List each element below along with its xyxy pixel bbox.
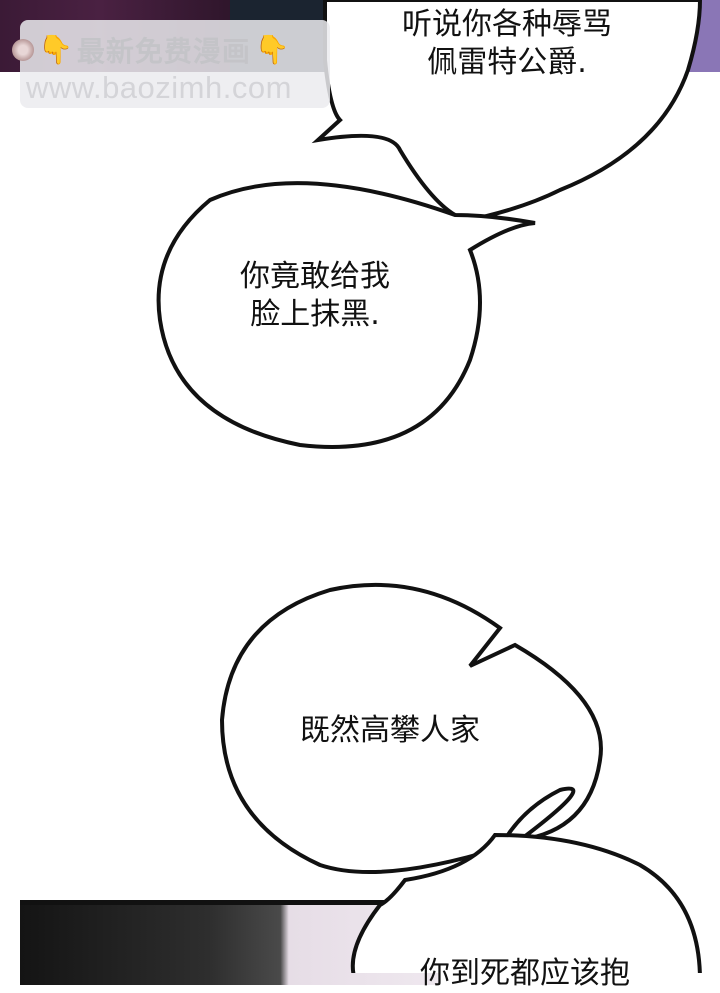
speech-bubble-2-text: 你竟敢给我 脸上抹黑. (240, 259, 390, 332)
pointing-down-hand-icon: 👇 (254, 33, 290, 66)
watermark-url: www.baozimh.com (26, 70, 292, 105)
speech-bubble-3-text: 既然高攀人家 (300, 713, 480, 748)
watermark-title-row: 👇 最新免费漫画 👇 (12, 30, 330, 70)
watermark-title: 最新免费漫画 (76, 35, 251, 68)
speech-bubble-3-shape (219, 582, 603, 875)
speech-bubble-2-shape (156, 181, 536, 449)
speech-bubble-1-text: 听说你各种辱骂 佩雷特公爵. (402, 7, 612, 80)
speech-bubble-4-text: 你到死都应该抱 (420, 956, 630, 991)
watermark-banner: 👇 最新免费漫画 👇 www.baozimh.com (12, 20, 330, 108)
pointing-down-hand-icon: 👇 (38, 33, 73, 66)
speech-bubble-4-shape (350, 832, 702, 973)
speech-bubbles-layer (156, 0, 703, 973)
coin-icon (12, 39, 34, 61)
